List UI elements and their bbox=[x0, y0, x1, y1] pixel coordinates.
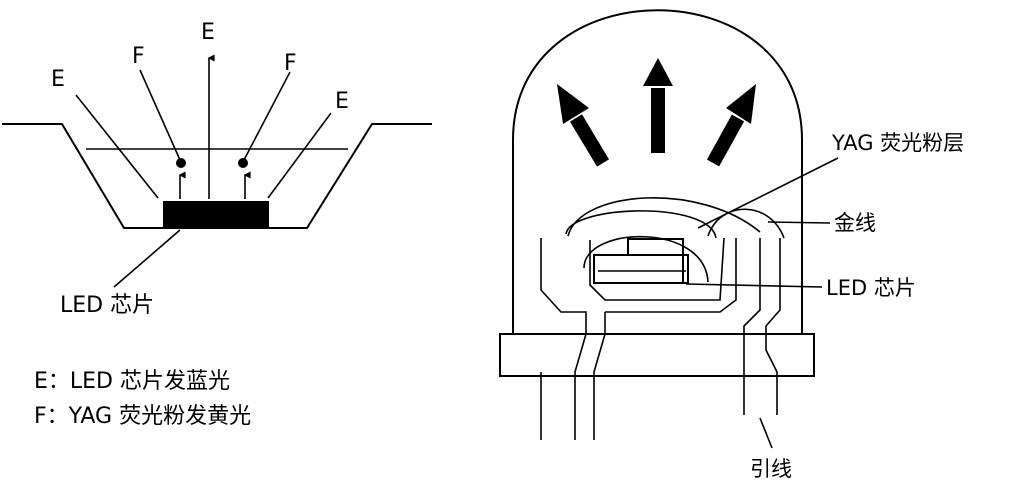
right-chip-top bbox=[627, 238, 684, 283]
ray-e-left bbox=[75, 94, 159, 199]
base-flange bbox=[499, 333, 815, 377]
lead-pointer-line bbox=[759, 417, 773, 449]
right-led-package-diagram: YAG 荧光粉层 金线 LED 芯片 引线 bbox=[499, 9, 964, 481]
chip-pointer-line-right bbox=[685, 283, 823, 288]
gold-wire-pointer-line bbox=[767, 221, 831, 224]
lead-frame-left bbox=[540, 238, 587, 440]
ray-f-left bbox=[139, 69, 181, 161]
label-e-right: E bbox=[335, 89, 349, 114]
left-chip-label: LED 芯片 bbox=[60, 293, 154, 318]
light-arrow-left bbox=[569, 114, 610, 167]
gold-wire-left bbox=[567, 197, 761, 237]
ray-e-right bbox=[267, 112, 332, 199]
lead-label: 引线 bbox=[750, 457, 792, 481]
light-arrow-right bbox=[706, 114, 745, 167]
light-arrow-left-head bbox=[557, 84, 589, 124]
phosphor-particle-left bbox=[176, 158, 186, 168]
lead-frame-right-a bbox=[743, 238, 761, 415]
phosphor-particle-right bbox=[238, 158, 248, 168]
legend-e: E：LED 芯片发蓝光 bbox=[34, 369, 230, 394]
phosphor-layer-inner bbox=[583, 235, 709, 283]
light-output-arrows bbox=[557, 58, 756, 167]
phosphor-layer-label: YAG 荧光粉层 bbox=[831, 131, 964, 155]
label-e-top: E bbox=[201, 20, 215, 45]
epoxy-dome bbox=[512, 9, 803, 334]
phosphor-pointer-line bbox=[697, 157, 839, 229]
lead-frame-cup-right bbox=[605, 238, 737, 313]
label-f-right: F bbox=[284, 51, 297, 76]
legend-f: F：YAG 荧光粉发黄光 bbox=[34, 404, 251, 429]
chip-pointer-line bbox=[113, 229, 181, 288]
label-e-left: E bbox=[51, 67, 65, 92]
phosphor-layer-outer bbox=[565, 210, 717, 239]
lead-frame-left-inner bbox=[589, 237, 725, 301]
ray-f-right bbox=[243, 71, 291, 161]
light-arrow-center-head bbox=[643, 58, 673, 86]
right-chip-label: LED 芯片 bbox=[826, 276, 916, 300]
lead-frame-left-outer bbox=[593, 312, 606, 440]
left-cup-diagram: E F E F E LED 芯片 E：LED 芯片发蓝光 F：YAG 荧光粉发黄… bbox=[2, 20, 432, 429]
right-chip-body bbox=[593, 254, 689, 284]
led-chip-block bbox=[163, 201, 269, 228]
label-f-left: F bbox=[132, 44, 145, 69]
gold-wire-label: 金线 bbox=[834, 211, 876, 235]
gold-wire-right bbox=[707, 208, 785, 239]
light-arrow-right-head bbox=[726, 84, 756, 124]
lead-frame-right-b bbox=[765, 238, 781, 415]
